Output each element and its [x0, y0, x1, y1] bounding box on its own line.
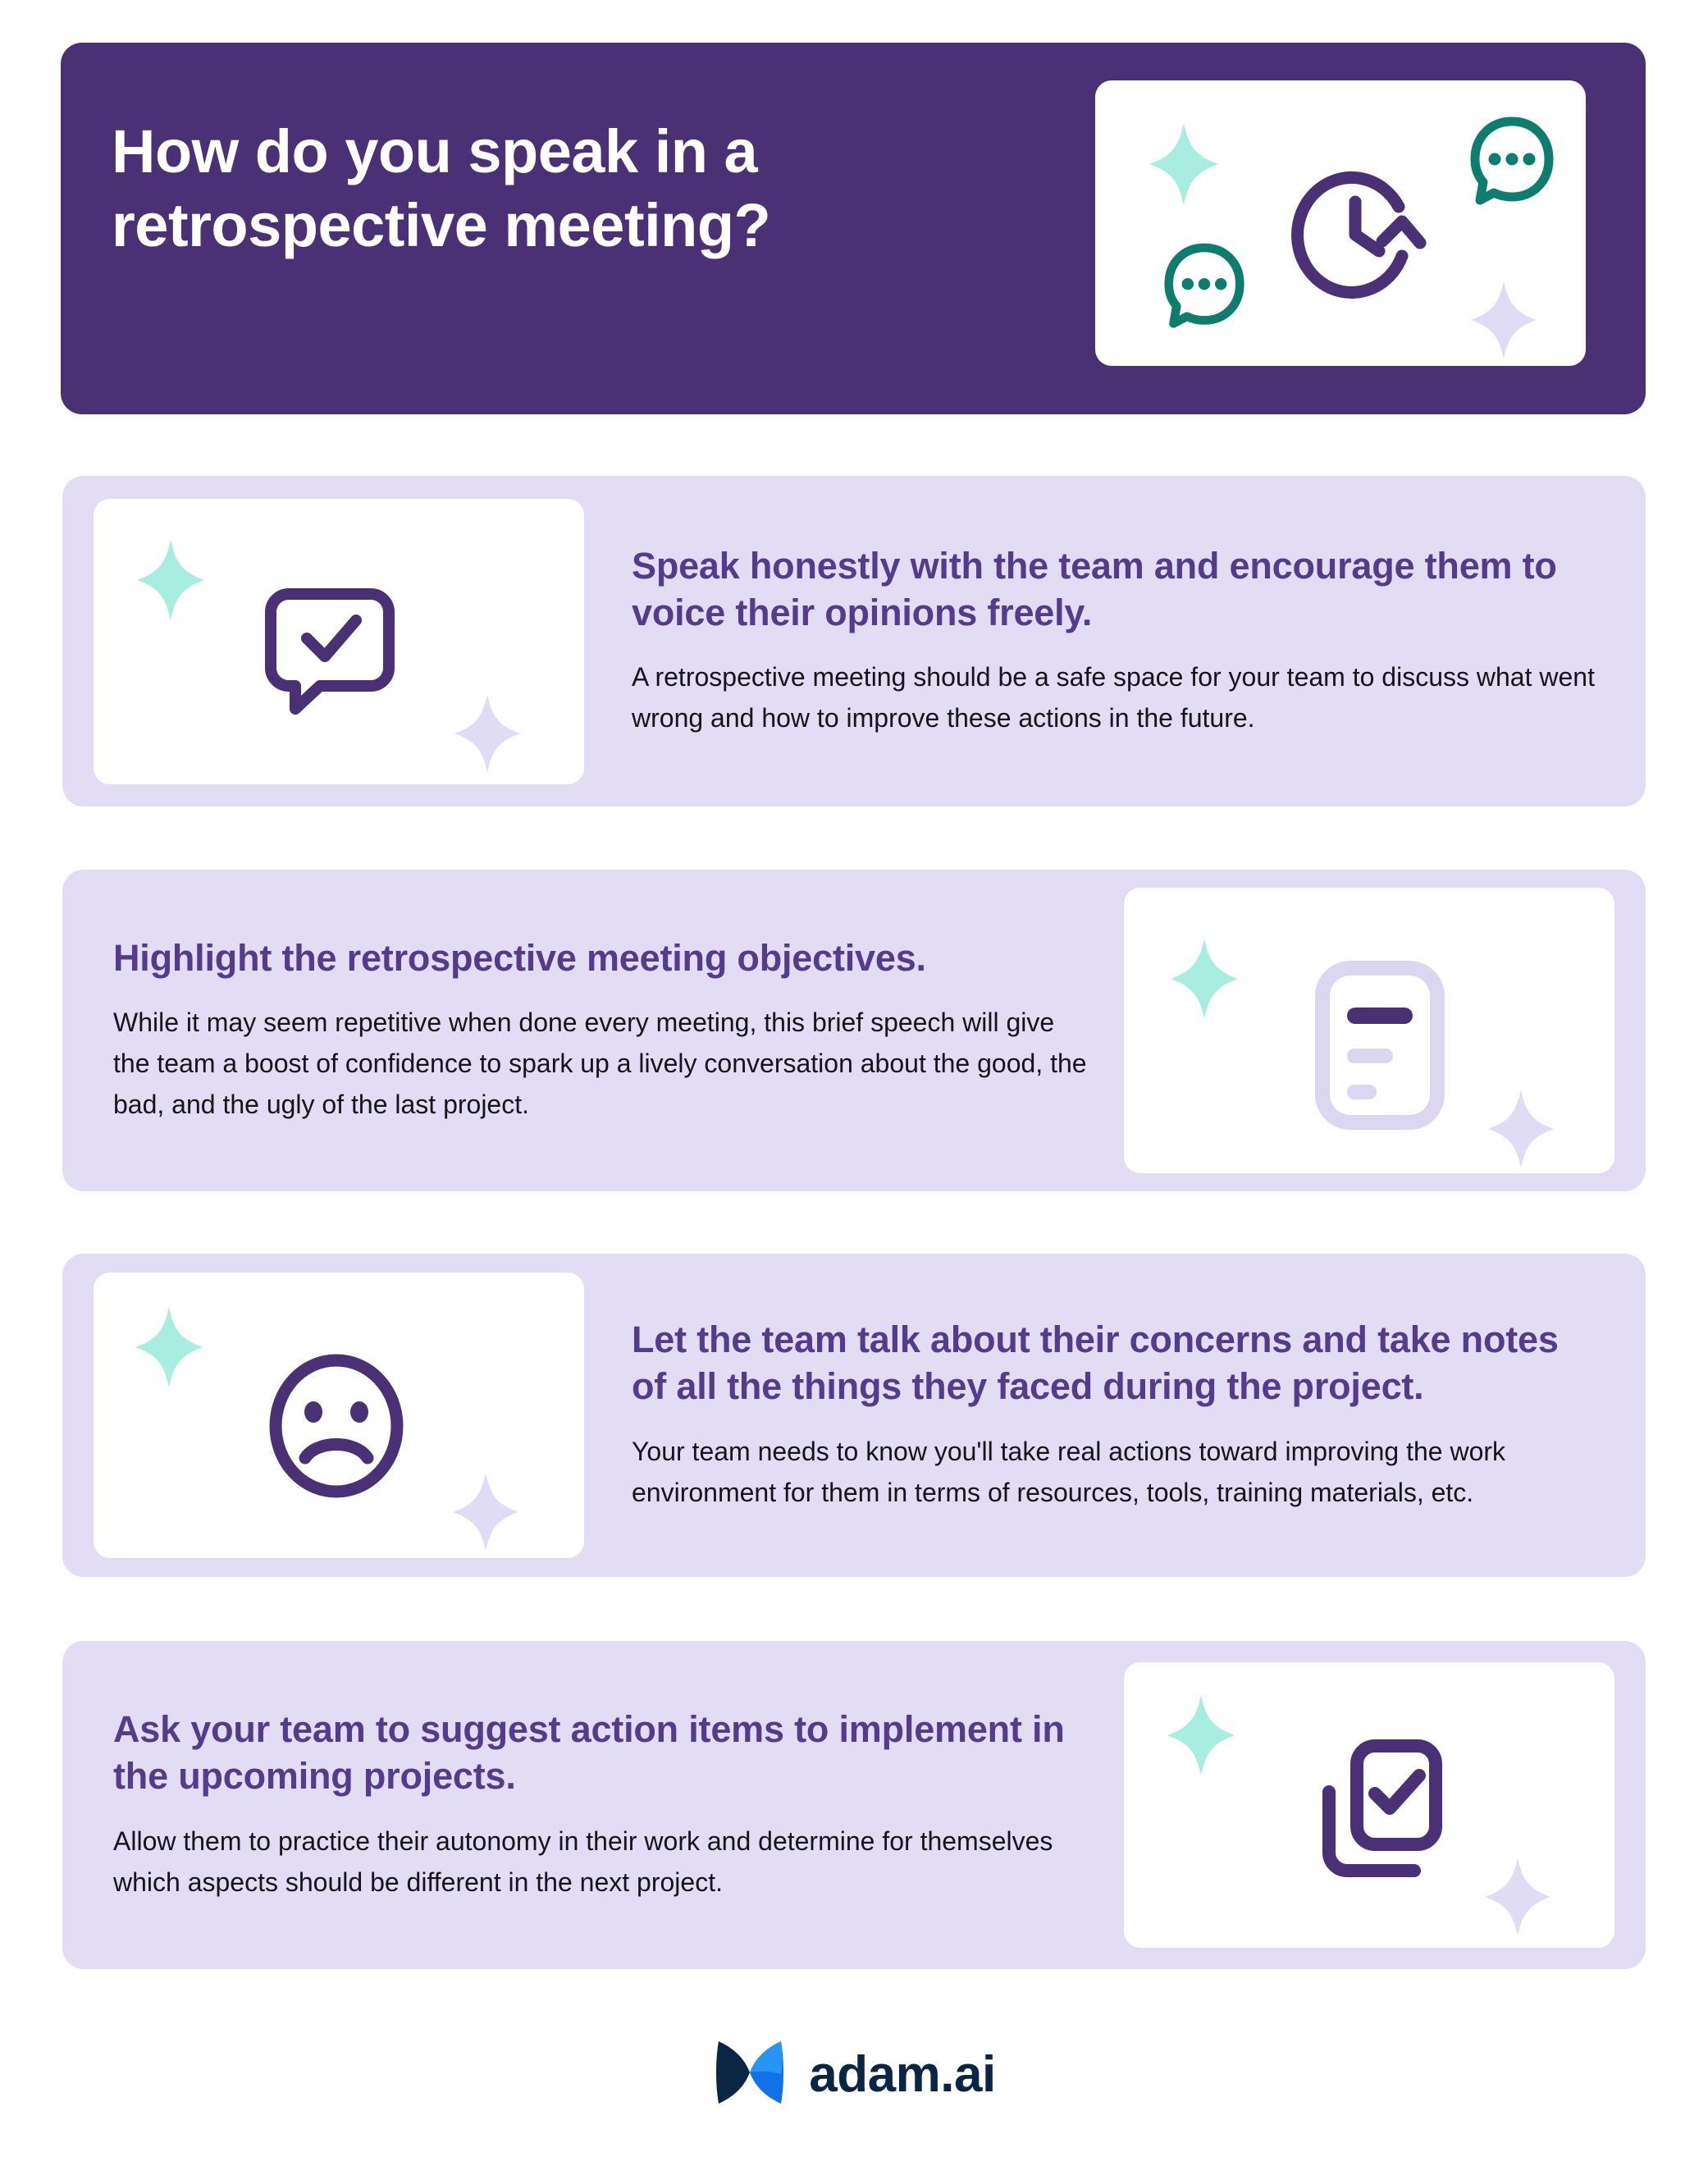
diamond-mint-icon — [136, 539, 205, 620]
diamond-lavender-icon — [1471, 281, 1537, 359]
card-heading: Highlight the retrospective meeting obje… — [113, 936, 926, 979]
chat-bubble-check-icon — [261, 579, 399, 717]
card-body: Allow them to practice their autonomy in… — [113, 1826, 1053, 1897]
checked-documents-icon — [1301, 1734, 1449, 1895]
page-title-line-2: retrospective meeting? — [112, 191, 771, 260]
card-body: Your team needs to know you'll take real… — [632, 1436, 1506, 1507]
diamond-lavender-icon — [453, 1473, 518, 1551]
content-card: Speak honestly with the team and encoura… — [62, 476, 1646, 807]
card-illustration-panel — [1124, 888, 1614, 1173]
card-illustration-panel — [94, 498, 584, 784]
card-heading: Let the team talk about their concerns a… — [632, 1318, 1559, 1408]
card-illustration-panel — [94, 1273, 584, 1558]
page-title-line-1: How do you speak in a — [112, 117, 758, 185]
adam-ai-bowtie-logo — [712, 2033, 788, 2116]
card-heading: Ask your team to suggest action items to… — [113, 1708, 1065, 1798]
header-banner: How do you speak in a retrospective meet… — [61, 43, 1646, 414]
document-lines-icon — [1311, 960, 1449, 1132]
diamond-lavender-icon — [454, 693, 520, 773]
content-card: Highlight the retrospective meeting obje… — [62, 870, 1646, 1191]
content-card: Let the team talk about their concerns a… — [62, 1254, 1646, 1577]
card-text-block: Speak honestly with the team and encoura… — [584, 543, 1646, 739]
card-body: A retrospective meeting should be a safe… — [632, 662, 1595, 733]
diamond-mint-icon — [1170, 939, 1239, 1019]
card-text-block: Highlight the retrospective meeting obje… — [62, 935, 1124, 1126]
card-illustration-panel — [1124, 1662, 1614, 1948]
diamond-mint-icon — [1167, 1695, 1235, 1775]
footer: adam.ai — [0, 2033, 1708, 2116]
page-title: How do you speak in a retrospective meet… — [112, 115, 1030, 263]
clock-refresh-icon — [1277, 156, 1433, 312]
content-card: Ask your team to suggest action items to… — [62, 1641, 1646, 1969]
sad-face-icon — [266, 1353, 407, 1499]
diamond-mint-icon — [135, 1307, 203, 1387]
chat-bubble-dots-icon — [1468, 115, 1555, 212]
card-heading: Speak honestly with the team and encoura… — [632, 544, 1557, 633]
diamond-mint-icon — [1149, 123, 1218, 205]
brand-name: adam.ai — [809, 2045, 996, 2103]
card-text-block: Ask your team to suggest action items to… — [62, 1707, 1124, 1903]
diamond-lavender-icon — [1485, 1858, 1550, 1936]
card-text-block: Let the team talk about their concerns a… — [584, 1317, 1646, 1513]
diamond-lavender-icon — [1488, 1090, 1554, 1168]
header-illustration-panel — [1095, 80, 1586, 366]
chat-bubble-dots-icon — [1162, 241, 1246, 335]
card-body: While it may seem repetitive when done e… — [113, 1008, 1087, 1120]
